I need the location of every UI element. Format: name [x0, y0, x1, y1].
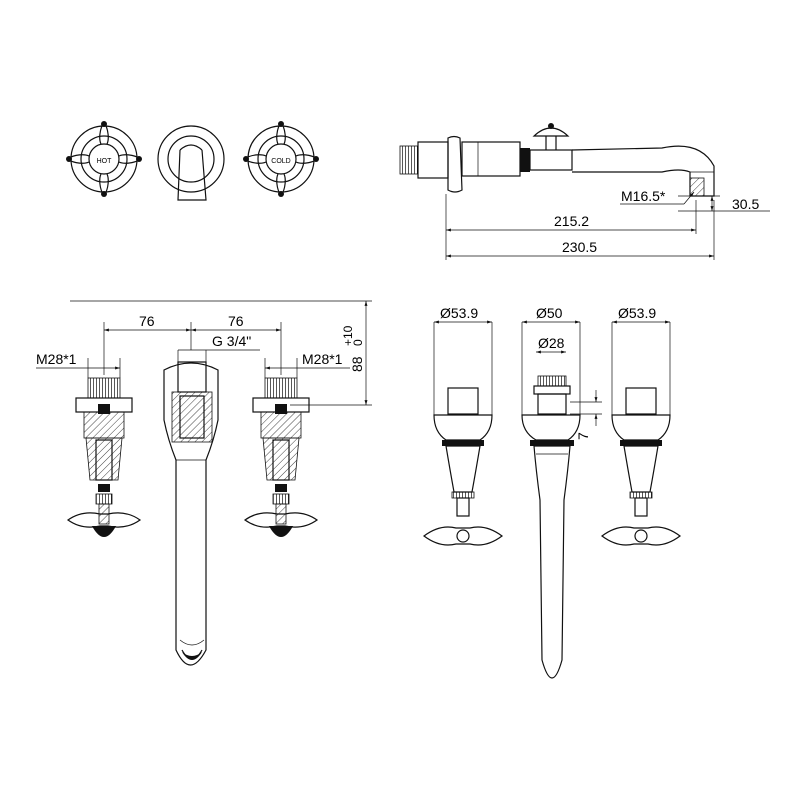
- front-right-handle: [600, 387, 682, 546]
- left-thread-label: M28*1: [36, 351, 77, 367]
- front-left-handle: [422, 387, 504, 546]
- depth-tol-upper: +10: [341, 325, 355, 346]
- spacing-right: 76: [228, 313, 244, 329]
- center-dia: Ø50: [536, 305, 563, 321]
- depth-dim: 88: [349, 356, 365, 372]
- top-view-spout: [157, 125, 225, 201]
- left-dia: Ø53.9: [440, 305, 478, 321]
- outlet-thread-label: M16.5*: [621, 188, 666, 204]
- top-view-hot-handle: HOT: [66, 121, 142, 197]
- right-valve-section: [243, 377, 319, 537]
- dim-230: 230.5: [562, 239, 597, 255]
- dim-215: 215.2: [554, 213, 589, 229]
- front-view: Ø53.9 Ø50 Ø53.9 Ø28 7: [422, 305, 682, 679]
- inlet-thread-label: G 3/4": [212, 333, 251, 349]
- cold-label: COLD: [271, 158, 290, 165]
- side-view: 30.5 M16.5* 215.2 230.5: [399, 123, 770, 260]
- spout-section: [163, 361, 219, 666]
- section-view: 88 +10 0 76 76 G 3/4" M28*1 M28*1: [36, 300, 372, 666]
- right-dia: Ø53.9: [618, 305, 656, 321]
- top-view-cold-handle: COLD: [243, 121, 319, 197]
- depth-tol-lower: 0: [351, 339, 365, 346]
- left-valve-section: [66, 377, 142, 537]
- front-spout: [521, 375, 581, 679]
- right-thread-label: M28*1: [302, 351, 343, 367]
- gap-dim: 7: [575, 432, 591, 440]
- hot-label: HOT: [97, 158, 113, 165]
- inner-dia: Ø28: [538, 335, 565, 351]
- outlet-height-dim: 30.5: [732, 196, 759, 212]
- spacing-left: 76: [139, 313, 155, 329]
